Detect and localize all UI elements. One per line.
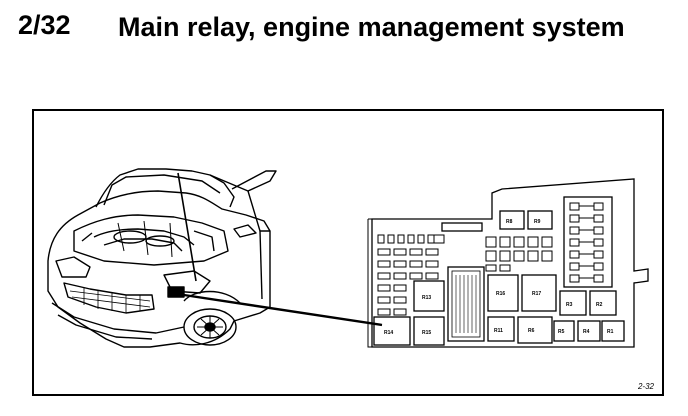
relay-label-r16: R16: [496, 291, 505, 297]
relay-label-r9: R9: [534, 219, 541, 225]
relay-r16: [487, 274, 519, 312]
relay-r11: [487, 316, 515, 342]
relay-r8: [499, 210, 525, 230]
relay-r2: [589, 290, 617, 316]
relay-label-r1: R1: [607, 329, 614, 335]
relay-label-r3: R3: [566, 302, 573, 308]
relay-r5: [553, 320, 575, 342]
relay-label-r13: R13: [422, 295, 431, 301]
relay-r1: [601, 320, 625, 342]
figure-frame: R8 R9 R13 R16 R17 R3 R2 R14 R15 R11 R6 R…: [32, 109, 664, 396]
relay-label-r8: R8: [506, 219, 513, 225]
relay-label-r11: R11: [494, 328, 503, 334]
relay-label-r4: R4: [583, 329, 590, 335]
relay-label-r6: R6: [528, 328, 535, 334]
relay-label-r15: R15: [422, 330, 431, 336]
relay-label-r5: R5: [558, 329, 565, 335]
relay-r13: [413, 280, 445, 312]
relay-label-r14: R14: [384, 330, 393, 336]
section-number: 2/32: [18, 10, 71, 40]
pointer-line: [183, 293, 383, 327]
relay-r3: [559, 290, 587, 316]
car-drawing: [47, 168, 277, 348]
relay-r9: [527, 210, 553, 230]
figure-reference: 2-32: [637, 382, 654, 391]
relay-box: [367, 178, 649, 348]
relay-label-r2: R2: [596, 302, 603, 308]
relay-r15: [413, 316, 445, 346]
relay-r4: [577, 320, 601, 342]
section-title: Main relay, engine management system: [118, 12, 625, 42]
relay-r17: [521, 274, 557, 312]
relay-r14: [373, 316, 411, 346]
relay-r6: [517, 316, 553, 344]
relay-label-r17: R17: [532, 291, 541, 297]
illustration: R8 R9 R13 R16 R17 R3 R2 R14 R15 R11 R6 R…: [47, 168, 649, 348]
